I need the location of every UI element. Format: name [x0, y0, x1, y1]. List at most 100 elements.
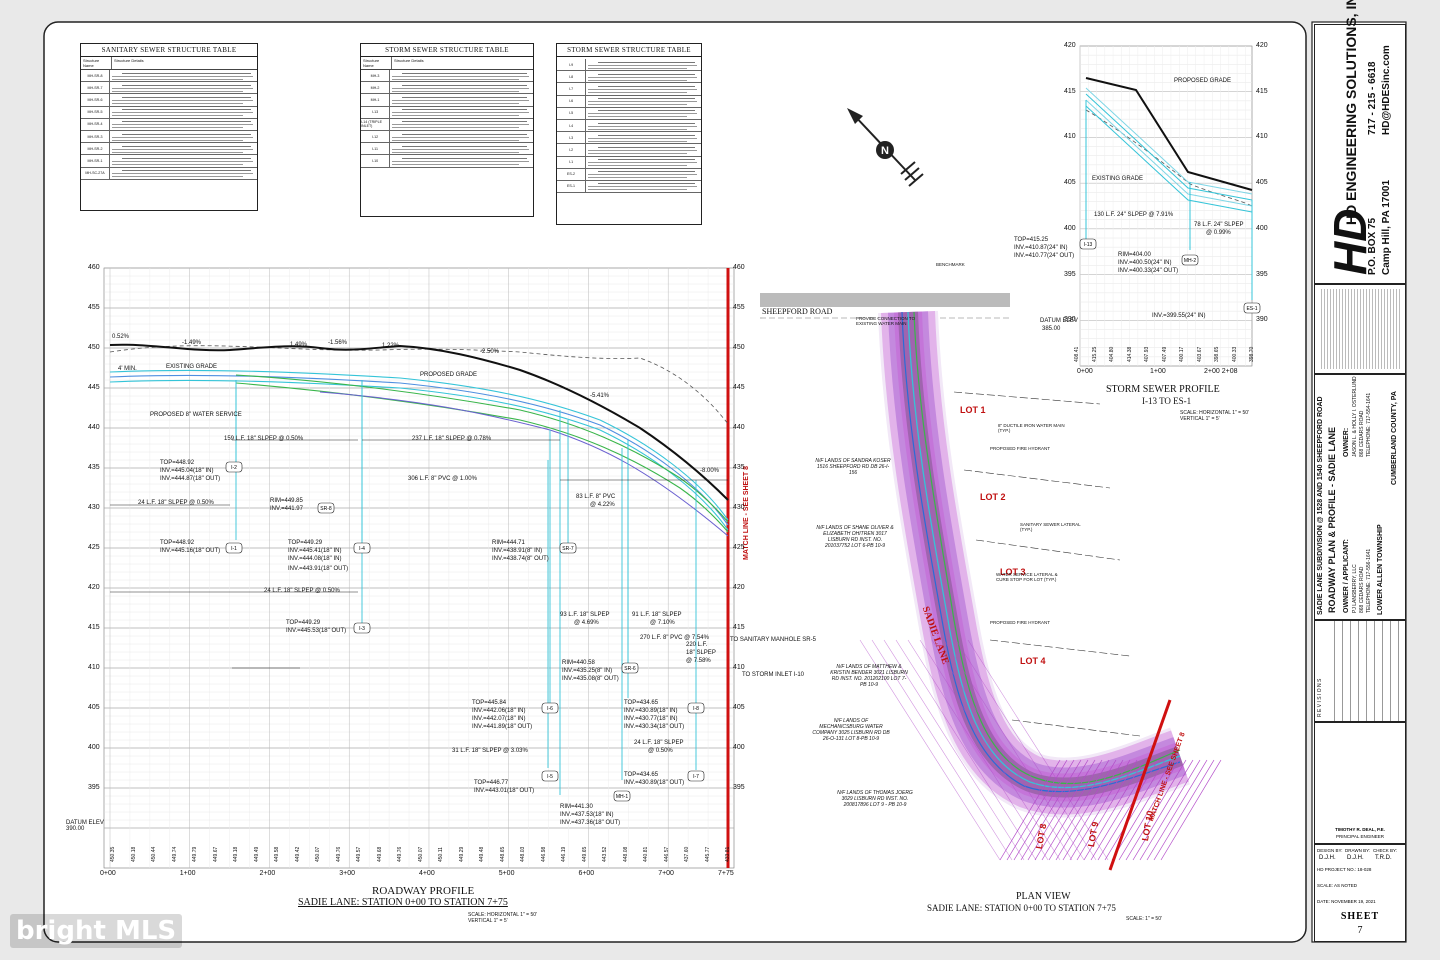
storm-profile-subtitle: I-13 TO ES-1: [1142, 396, 1192, 406]
elev-tick-right: 460: [733, 264, 745, 271]
road-name: SHEEPFORD ROAD: [762, 307, 833, 316]
structure-callout: INV.=445.53(18" OUT): [286, 628, 347, 634]
lot-label: LOT 2: [980, 492, 1006, 502]
profile-label-p10: 220 L.F.: [686, 642, 708, 648]
plan-view-subtitle: SADIE LANE: STATION 0+00 TO STATION 7+75: [927, 903, 1116, 913]
storm-elev-tick-left: 405: [1064, 179, 1076, 187]
profile-label-p4: 83 L.F. 8" PVC: [576, 494, 616, 500]
table-row: MH-SR-3: [81, 130, 257, 144]
structure-details: [586, 170, 701, 179]
storm-elev-value: 415.25: [1091, 346, 1098, 362]
neighbor-parcel-note: N/F LANDS OF SHANE OLIVER & ELIZABETH OH…: [816, 525, 894, 549]
station-tick: 7+00: [658, 870, 674, 877]
applicant-heading: OWNER / APPLICANT:: [1343, 538, 1350, 613]
structure-details: [110, 157, 257, 165]
profile-elev-value: 449.29: [458, 846, 465, 862]
table-row: I-9: [557, 59, 701, 72]
svg-text:SR-6: SR-6: [624, 666, 636, 672]
table-row: MH-SR-4: [81, 118, 257, 131]
col-header: Structure Details: [394, 58, 424, 63]
profile-label-p9: 270 L.F. 8" PVC @ 7.54%: [640, 635, 709, 641]
structure-name: MH-3: [361, 70, 390, 82]
scale-h: 1" = 50': [520, 912, 538, 918]
profile-label-ts2: TO STORM INLET I-10: [742, 672, 805, 678]
owner-line-2: 868 CEDARS ROAD: [1359, 410, 1365, 457]
firm-block: HD HD ENGINEERING SOLUTIONS, INC. P.O. B…: [1314, 0, 1406, 284]
structure-tag-icon: ES-1: [1243, 302, 1261, 314]
table-row: MH-SR-1: [81, 155, 257, 168]
table-row: MH-SR-6: [81, 94, 257, 107]
storm-label-mh2b: INV.=400.50(24" IN): [1118, 260, 1172, 266]
profile-label-p2: 237 L.F. 18" SLPEP @ 0.78%: [412, 436, 492, 442]
station-tick: 2+00: [259, 870, 276, 877]
elev-tick-left: 415: [88, 624, 100, 631]
profile-elev-value: 449.65: [581, 846, 588, 862]
table-row: ES-2: [557, 168, 701, 181]
table-row: I-14 (TRIPLE INLET): [361, 118, 533, 131]
neighbor-parcel-note: N/F LANDS OF MECHANICSBURG WATER COMPANY…: [812, 718, 890, 742]
applicant-line-2: 868 CEDARS ROAD: [1359, 566, 1365, 613]
elev-tick-right: 400: [733, 744, 745, 751]
profile-label-p12: 24 L.F. 18" SLPEP: [634, 740, 684, 746]
structure-callout: INV.=442.07(18" IN): [472, 716, 526, 722]
structure-callout: INV.=437.53(18" IN): [560, 812, 614, 818]
engineer-name: TIMOTHY R. DEAL, P.E.: [1335, 827, 1385, 832]
structure-tag-icon: I-4: [353, 542, 371, 554]
plan-view-scale: SCALE: 1" = 50': [1126, 916, 1162, 922]
check-by: T.R.D.: [1375, 855, 1392, 861]
structure-details: [110, 133, 257, 141]
svg-text:I-8: I-8: [693, 706, 699, 712]
profile-label-p7: 93 L.F. 18" SLPEP: [560, 612, 610, 618]
storm-elev-value: 404.80: [1109, 346, 1115, 362]
applicant-line-1: PJ LANSBERRY, LLC: [1352, 564, 1358, 613]
lot-label: LOT 1: [960, 405, 986, 415]
storm-elev-tick-left: 400: [1064, 224, 1076, 232]
structure-details: [110, 72, 257, 80]
plan-view-title: PLAN VIEW: [1016, 891, 1071, 902]
structure-callout: INV.=444.08(18" IN): [288, 556, 342, 562]
design-by: D.J.H.: [1319, 855, 1336, 861]
project-number: HD PROJECT NO.: 18-028: [1317, 867, 1372, 872]
structure-tag-icon: SR-6: [621, 662, 639, 674]
copyright-block: [1314, 284, 1406, 374]
table-row: I-5: [557, 107, 701, 120]
profile-elev-value: 449.67: [212, 846, 219, 862]
drawn-by: D.J.H.: [1347, 855, 1364, 861]
svg-text:MH-1: MH-1: [616, 794, 628, 800]
profile-label-g3: 1.49%: [290, 342, 308, 348]
structure-callout: RIM=441.30: [560, 804, 593, 810]
roadway-profile-subtitle: SADIE LANE: STATION 0+00 TO STATION 7+75: [298, 897, 508, 908]
profile-elev-value: 450.18: [130, 846, 137, 862]
profile-label-p11: 31 L.F. 18" SLPEP @ 3.03%: [452, 748, 528, 754]
structure-details: [390, 96, 533, 104]
profile-elev-value: 450.11: [438, 847, 444, 862]
scale-label: SCALE: HORIZONTAL: [468, 912, 519, 918]
table-row: MH-3: [361, 70, 533, 83]
profile-label-g2: -1.49%: [182, 340, 202, 346]
structure-tag-icon: MH-1: [613, 790, 631, 802]
structure-details: [110, 96, 257, 104]
elev-tick-left: 410: [88, 664, 100, 671]
engineer-role: PRINCIPAL ENGINEER: [1335, 834, 1384, 839]
lot-label: LOT 3: [1000, 567, 1026, 577]
elev-tick-left: 455: [88, 304, 100, 311]
plan-callout: PROVIDE CONNECTION TO EXISTING WATER MAI…: [856, 316, 916, 326]
storm-station-tick: 2+00 2+08: [1204, 368, 1238, 375]
structure-callout: INV.=435.08(8" OUT): [562, 676, 619, 682]
north-arrow-icon: N: [847, 108, 924, 187]
plan-callout: BENCHMARK: [936, 262, 965, 267]
structure-callout: INV.=438.91(8" IN): [492, 548, 543, 554]
structure-details: [390, 84, 533, 92]
profile-elev-value: 448.08: [622, 846, 629, 862]
storm-elev-tick-right: 410: [1256, 133, 1268, 141]
neighbor-parcel-note: N/F LANDS OF THOMAS JOERG 3029 LISBURN R…: [837, 790, 913, 808]
structure-callout: INV.=442.06(18" IN): [472, 708, 526, 714]
profile-elev-value: 449.58: [274, 846, 280, 862]
table-row: ES-1: [557, 180, 701, 194]
profile-label-p5: 24 L.F. 18" SLPEP @ 0.50%: [138, 500, 214, 506]
profile-elev-value: 449.79: [192, 846, 198, 862]
brightmls-watermark: bright MLS: [10, 914, 183, 948]
structure-name: I-5: [557, 107, 586, 119]
